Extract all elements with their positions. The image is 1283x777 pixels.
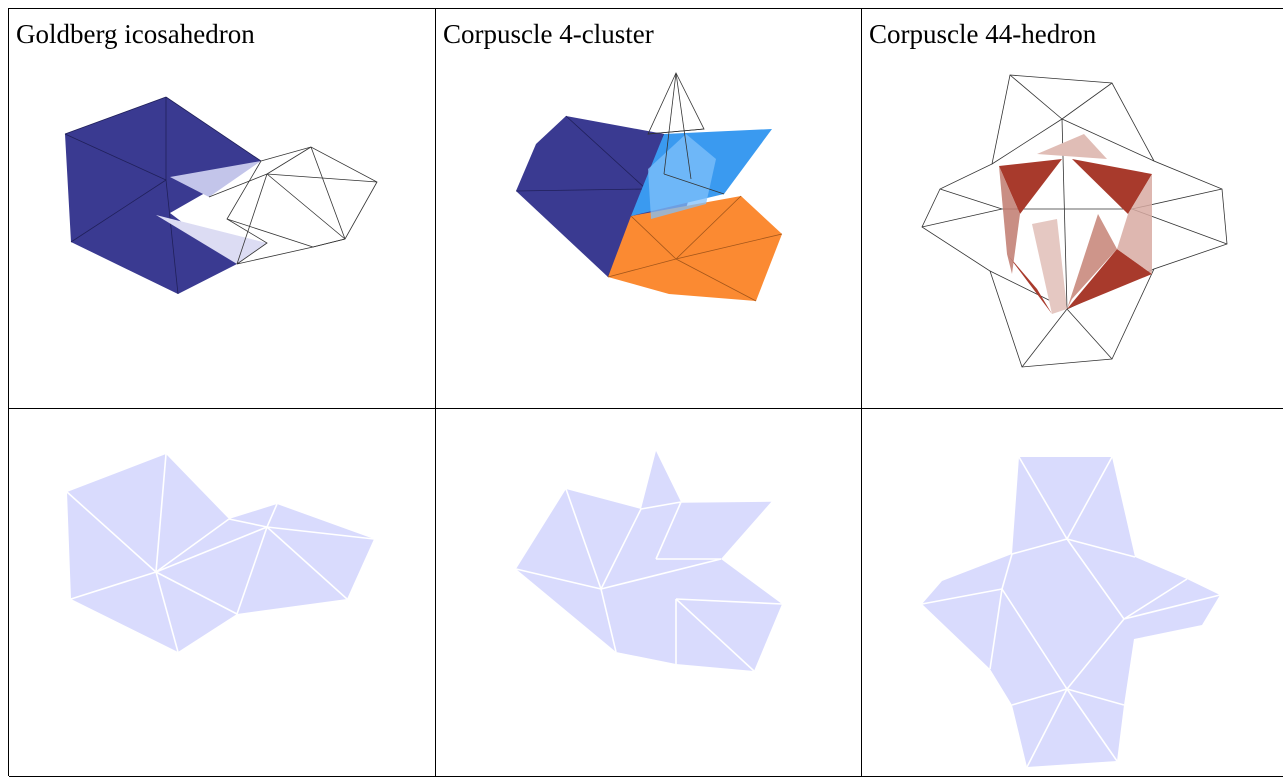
- pale-solid: [67, 454, 374, 652]
- cell-corpuscle-4-cluster: Corpuscle 4-cluster: [436, 9, 862, 409]
- brick-face-1: [999, 159, 1062, 214]
- corpuscle-44-hedron-figure: [921, 74, 1228, 368]
- rose-face-3: [1037, 134, 1107, 159]
- pale-solid-edges: [921, 456, 1221, 768]
- goldberg-shaded-figure: [66, 453, 375, 653]
- blue-overlay-face: [648, 134, 716, 219]
- pale-solid-edges: [66, 453, 375, 653]
- pale-solid: [922, 457, 1220, 767]
- rose-face-2: [1117, 174, 1152, 274]
- brick-face-4: [1067, 249, 1152, 309]
- cell-goldberg-shaded: [9, 409, 436, 777]
- cell-goldberg-icosahedron: Goldberg icosahedron: [9, 9, 436, 409]
- light-wedge-bottom: [156, 215, 267, 264]
- goldberg-icosahedron-figure: [64, 96, 378, 295]
- cell-corpuscle-44-hedron-shaded: [862, 409, 1283, 777]
- rose-face-5: [1067, 214, 1117, 309]
- figure-grid: Goldberg icosahedron Corpuscle 4-c: [8, 8, 1283, 777]
- brick-face-2: [1072, 159, 1152, 214]
- pale-solid: [516, 451, 782, 671]
- header-goldberg-icosahedron: Goldberg icosahedron: [16, 19, 255, 49]
- corpuscle-4-cluster-figure: [515, 72, 783, 302]
- corpuscle-4-cluster-shaded-figure: [515, 451, 783, 672]
- rose-face-1: [999, 166, 1020, 274]
- navy-face-edges: [64, 96, 262, 295]
- header-corpuscle-44-hedron: Corpuscle 44-hedron: [869, 19, 1097, 49]
- light-wedge-top: [170, 161, 261, 197]
- cell-corpuscle-44-hedron: Corpuscle 44-hedron: [862, 9, 1283, 409]
- header-corpuscle-4-cluster: Corpuscle 4-cluster: [443, 19, 654, 49]
- brick-face-3: [1007, 254, 1052, 314]
- navy-hexagon-face: [65, 97, 261, 294]
- orange-face-edges: [607, 195, 783, 302]
- pale-solid-edges: [515, 488, 783, 672]
- orange-pentagon-face: [608, 196, 782, 301]
- cell-corpuscle-4-cluster-shaded: [436, 409, 862, 777]
- corpuscle-44-hedron-shaded-figure: [921, 456, 1221, 768]
- wireframe-cage: [921, 74, 1228, 368]
- rose-face-4: [1032, 219, 1067, 314]
- wireframe-cap: [647, 72, 725, 195]
- wireframe-cap: [208, 146, 378, 265]
